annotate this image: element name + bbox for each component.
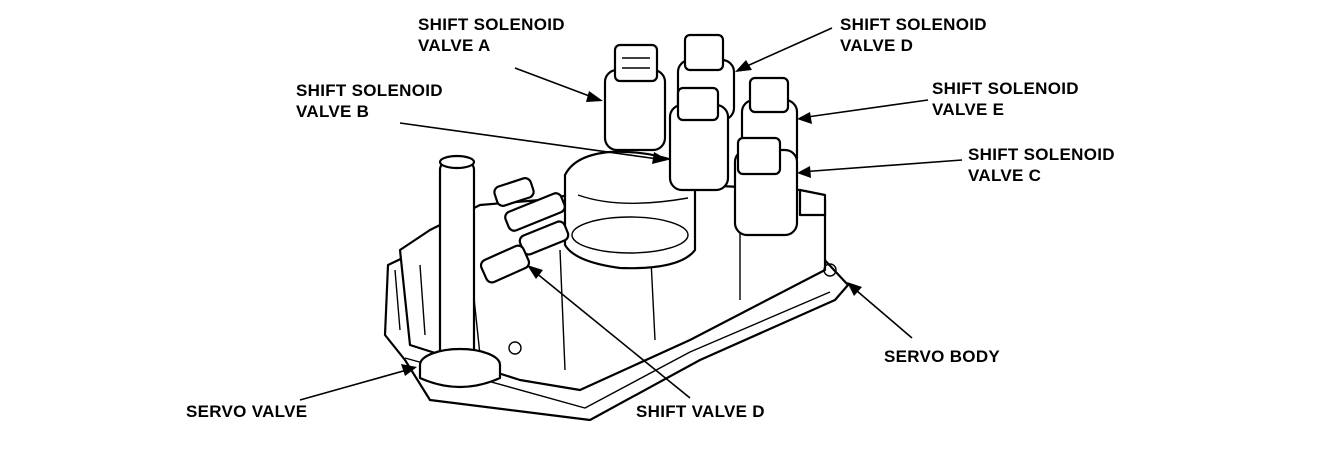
label-ssv-d-line2: VALVE D — [840, 36, 914, 55]
label-ssv-e-line1: SHIFT SOLENOID — [932, 79, 1079, 98]
label-ssv-d-line1: SHIFT SOLENOID — [840, 15, 987, 34]
leader-ssv-b — [399, 122, 668, 164]
label-ssv-b-line1: SHIFT SOLENOID — [296, 81, 443, 100]
label-shift-solenoid-valve-d: SHIFT SOLENOID VALVE D — [840, 14, 987, 56]
tube-upper — [493, 177, 535, 207]
label-ssv-a-line1: SHIFT SOLENOID — [418, 15, 565, 34]
leader-ssv-a — [514, 67, 603, 102]
label-shift-valve-d: SHIFT VALVE D — [636, 401, 765, 422]
dome-housing — [563, 150, 697, 270]
label-ssv-a-line2: VALVE A — [418, 36, 491, 55]
label-servo-body-text: SERVO BODY — [884, 347, 1001, 366]
label-shift-solenoid-valve-e: SHIFT SOLENOID VALVE E — [932, 78, 1079, 120]
leader-servo-valve — [299, 364, 417, 401]
label-shift-valve-d-text: SHIFT VALVE D — [636, 402, 765, 421]
label-ssv-c-line1: SHIFT SOLENOID — [968, 145, 1115, 164]
label-ssv-b-line2: VALVE B — [296, 102, 370, 121]
servo-valve-rod — [438, 158, 476, 362]
label-servo-valve: SERVO VALVE — [186, 401, 307, 422]
label-ssv-e-line2: VALVE E — [932, 100, 1005, 119]
leader-ssv-e — [797, 99, 929, 124]
label-shift-solenoid-valve-b: SHIFT SOLENOID VALVE B — [296, 80, 443, 122]
leader-ssv-d — [735, 27, 833, 72]
label-servo-valve-text: SERVO VALVE — [186, 402, 308, 421]
leader-shift-valve-d — [527, 265, 691, 399]
label-shift-solenoid-valve-a: SHIFT SOLENOID VALVE A — [418, 14, 565, 56]
leader-ssv-c — [797, 159, 963, 178]
shift-valve-d — [479, 244, 531, 284]
tube-middle — [504, 192, 566, 232]
leader-servo-body — [847, 282, 913, 339]
label-shift-solenoid-valve-c: SHIFT SOLENOID VALVE C — [968, 144, 1115, 186]
label-ssv-c-line2: VALVE C — [968, 166, 1042, 185]
label-servo-body: SERVO BODY — [884, 346, 1000, 367]
